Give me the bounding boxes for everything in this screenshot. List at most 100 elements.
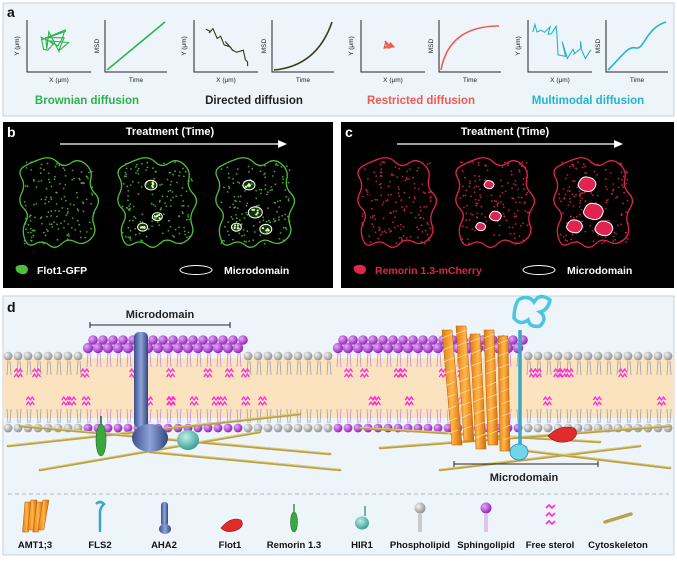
protein-dot bbox=[526, 191, 529, 194]
protein-dot bbox=[235, 173, 238, 175]
protein-dot bbox=[286, 215, 289, 218]
panel-c-arrowhead bbox=[614, 140, 623, 148]
protein-dot bbox=[182, 204, 185, 207]
lipid-tail bbox=[576, 360, 582, 376]
protein-dot bbox=[423, 206, 426, 208]
protein-dot bbox=[184, 233, 187, 236]
protein-dot bbox=[174, 161, 176, 164]
protein-dot bbox=[81, 201, 84, 204]
protein-dot bbox=[141, 213, 144, 216]
protein-dot bbox=[376, 199, 379, 201]
protein-dot bbox=[228, 234, 231, 236]
hir1-protein bbox=[177, 430, 199, 450]
legend-item: AMT1;3 bbox=[18, 499, 52, 551]
protein-dot bbox=[160, 207, 163, 209]
free-sterol bbox=[13, 367, 23, 379]
protein-dot bbox=[135, 166, 137, 168]
protein-dot bbox=[128, 219, 131, 222]
protein-dot bbox=[78, 177, 81, 180]
protein-dot bbox=[53, 221, 55, 224]
lipid-tail bbox=[46, 408, 52, 424]
protein-dot bbox=[475, 185, 477, 187]
protein-dot bbox=[380, 182, 382, 185]
protein-dot bbox=[167, 190, 170, 193]
protein-dot bbox=[496, 205, 499, 207]
protein-dot bbox=[463, 206, 465, 209]
protein-dot bbox=[147, 228, 150, 231]
lipid-tail bbox=[646, 360, 652, 376]
free-sterol bbox=[166, 367, 176, 379]
protein-dot bbox=[27, 231, 30, 234]
cell-3 bbox=[553, 157, 634, 248]
legend-label: FLS2 bbox=[88, 540, 111, 551]
diffusion-mode-title: Multimodal diffusion bbox=[532, 95, 644, 107]
protein-dot bbox=[515, 215, 518, 218]
sphingolipid-head bbox=[148, 335, 158, 345]
lipid-tail bbox=[386, 352, 392, 368]
lipid-tail bbox=[236, 352, 242, 368]
protein-dot bbox=[29, 220, 32, 222]
protein-dot bbox=[408, 178, 410, 180]
phospholipid-head bbox=[303, 423, 313, 433]
lipid-tail bbox=[256, 360, 262, 376]
protein-dot bbox=[379, 228, 381, 231]
protein-dot bbox=[43, 168, 45, 171]
protein-dot bbox=[412, 176, 414, 179]
protein-dot bbox=[579, 199, 582, 202]
protein-dot bbox=[121, 231, 124, 234]
protein-dot bbox=[256, 204, 258, 207]
msd-y-label: MSD bbox=[595, 38, 602, 53]
protein-dot bbox=[90, 202, 92, 205]
protein-dot bbox=[122, 183, 125, 185]
protein-dot bbox=[561, 161, 564, 164]
protein-dot bbox=[254, 231, 256, 233]
msd-y-label: MSD bbox=[94, 38, 101, 53]
protein-dot bbox=[174, 228, 177, 231]
protein-dot bbox=[40, 180, 43, 182]
protein-dot bbox=[44, 234, 47, 237]
sphingolipid-head bbox=[428, 335, 438, 345]
remorin-icon bbox=[290, 504, 298, 533]
protein-dot bbox=[378, 183, 381, 186]
phospholipid-head bbox=[583, 423, 593, 433]
protein-dot bbox=[62, 167, 65, 170]
protein-dot bbox=[421, 231, 424, 233]
fls2-icon bbox=[95, 500, 106, 532]
lipid-tail bbox=[526, 360, 532, 376]
protein-dot bbox=[375, 180, 378, 183]
sphingolipid-head bbox=[92, 342, 104, 354]
protein-cluster-dot bbox=[251, 208, 254, 211]
phospholipid-head bbox=[613, 351, 623, 361]
protein-dot bbox=[564, 177, 567, 180]
protein-dot bbox=[508, 226, 511, 229]
protein-dot bbox=[63, 195, 66, 198]
protein-dot bbox=[559, 233, 562, 236]
protein-dot bbox=[273, 170, 276, 173]
protein-dot bbox=[47, 172, 50, 175]
protein-dot bbox=[405, 237, 408, 239]
amt13-stripe bbox=[489, 429, 500, 435]
phospholipid-head bbox=[563, 351, 573, 361]
protein-dot bbox=[24, 222, 27, 225]
protein-dot bbox=[29, 214, 32, 217]
protein-dot bbox=[79, 236, 82, 239]
protein-dot bbox=[468, 161, 470, 164]
protein-dot bbox=[371, 199, 373, 202]
protein-cluster-dot bbox=[151, 182, 155, 185]
protein-dot bbox=[62, 187, 65, 190]
protein-dot bbox=[190, 178, 193, 181]
lipid-tail bbox=[6, 408, 12, 424]
protein-dot bbox=[243, 240, 246, 243]
protein-dot bbox=[566, 174, 569, 176]
legend-label: Cytoskeleton bbox=[588, 540, 648, 551]
protein-dot bbox=[413, 187, 416, 189]
protein-dot bbox=[32, 229, 35, 232]
protein-dot bbox=[403, 191, 406, 194]
protein-dot bbox=[462, 225, 464, 228]
protein-dot bbox=[246, 202, 249, 205]
panel-c: c Treatment (Time) Remorin 1.3-mCherry M… bbox=[341, 122, 674, 288]
protein-dot bbox=[502, 206, 505, 209]
protein-dot bbox=[287, 181, 290, 184]
protein-dot bbox=[171, 191, 174, 193]
protein-dot bbox=[24, 204, 27, 207]
